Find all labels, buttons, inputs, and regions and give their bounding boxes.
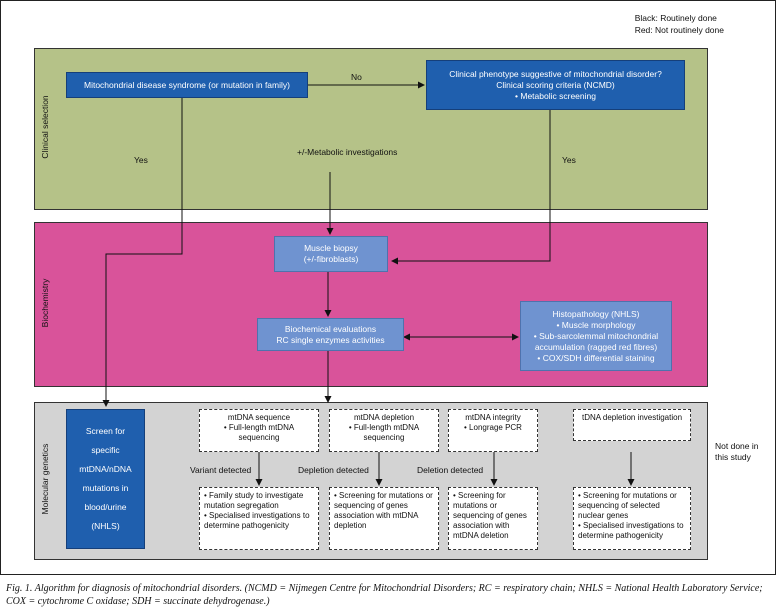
depletion-label: Depletion detected xyxy=(298,465,369,475)
tdna-result-1: • Screening for mutations or sequencing … xyxy=(578,491,677,520)
legend: Black: Routinely done Red: Not routinely… xyxy=(635,12,724,36)
depletion-result-box: • Screening for mutations or sequencing … xyxy=(329,487,439,550)
seq-result-2: • Specialised investigations to determin… xyxy=(204,511,310,530)
int-result-1: • Screening for mutations or sequencing … xyxy=(453,491,527,540)
screen-line-5: blood/urine xyxy=(84,502,127,512)
screen-line-1: Screen for xyxy=(85,426,126,436)
histo-line-3: • Sub-sarcolemmal mitochondrial accumula… xyxy=(533,330,659,352)
mtdna-integrity-box: mtDNA integrity • Longrage PCR xyxy=(448,409,538,452)
biochemical-evaluations-box: Biochemical evaluations RC single enzyme… xyxy=(257,318,404,351)
yes-left-label: Yes xyxy=(134,155,148,165)
phenotype-line-1: Clinical phenotype suggestive of mitocho… xyxy=(449,68,662,79)
dep-title: mtDNA depletion xyxy=(353,413,415,422)
histo-line-2: • Muscle morphology xyxy=(556,319,636,330)
phenotype-line-3: • Metabolic screening xyxy=(515,90,596,101)
tdna-depletion-box: tDNA depletion investigation xyxy=(573,409,691,441)
deletion-result-box: • Screening for mutations or sequencing … xyxy=(448,487,538,550)
not-done-label: Not done in this study xyxy=(715,441,759,462)
screen-line-2: specific xyxy=(91,445,120,455)
dep-body: • Full-length mtDNA sequencing xyxy=(348,423,420,442)
figure-caption: Fig. 1. Algorithm for diagnosis of mitoc… xyxy=(6,583,763,607)
histopathology-box: Histopathology (NHLS) • Muscle morpholog… xyxy=(520,301,672,371)
no-label: No xyxy=(351,72,362,82)
histo-line-1: Histopathology (NHLS) xyxy=(552,308,640,319)
figure-frame xyxy=(0,0,776,575)
phenotype-line-2: Clinical scoring criteria (NCMD) xyxy=(496,79,615,90)
legend-routine: Black: Routinely done xyxy=(634,13,717,23)
syndrome-box: Mitochondrial disease syndrome (or mutat… xyxy=(66,72,308,98)
deletion-label: Deletion detected xyxy=(417,465,484,475)
metabolic-label: +/-Metabolic investigations xyxy=(297,147,398,157)
syndrome-text: Mitochondrial disease syndrome (or mutat… xyxy=(84,79,290,90)
phenotype-box: Clinical phenotype suggestive of mitocho… xyxy=(426,60,685,110)
screen-line-6: (NHLS) xyxy=(91,521,120,531)
tdna-title: tDNA depletion investigation xyxy=(581,413,683,422)
yes-left-arrow xyxy=(102,98,183,407)
variant-label: Variant detected xyxy=(190,465,252,475)
screen-box: Screen for specific mtDNA/nDNA mutations… xyxy=(66,409,145,549)
tdna-result-box: • Screening for mutations or sequencing … xyxy=(573,487,691,550)
legend-not-routine: Red: Not routinely done xyxy=(634,25,724,35)
screen-line-3: mtDNA/nDNA xyxy=(79,464,132,474)
int-title: mtDNA integrity xyxy=(465,413,521,422)
sequence-result-box: • Family study to investigate mutation s… xyxy=(199,487,319,550)
histo-line-4: • COX/SDH differential staining xyxy=(537,352,655,363)
seq-body: • Full-length mtDNA sequencing xyxy=(223,423,295,442)
tdna-result-2: • Specialised investigations to determin… xyxy=(578,521,684,540)
yes-right-arrow xyxy=(391,110,551,265)
biopsy-line-1: Muscle biopsy xyxy=(304,243,358,253)
biopsy-line-2: (+/-fibroblasts) xyxy=(303,254,359,264)
biochem-line-1: Biochemical evaluations xyxy=(284,323,377,334)
screen-line-4: mutations in xyxy=(82,483,129,493)
mtdna-sequence-box: mtDNA sequence • Full-length mtDNA seque… xyxy=(199,409,319,452)
dep-result-1: • Screening for mutations or sequencing … xyxy=(334,491,433,530)
seq-title: mtDNA sequence xyxy=(227,413,291,422)
int-body: • Longrage PCR xyxy=(464,423,522,432)
biochem-line-2: RC single enzymes activities xyxy=(276,334,385,345)
mtdna-depletion-box: mtDNA depletion • Full-length mtDNA sequ… xyxy=(329,409,439,452)
muscle-biopsy-box: Muscle biopsy (+/-fibroblasts) xyxy=(274,236,388,272)
seq-result-1: • Family study to investigate mutation s… xyxy=(204,491,304,510)
yes-right-label: Yes xyxy=(562,155,576,165)
